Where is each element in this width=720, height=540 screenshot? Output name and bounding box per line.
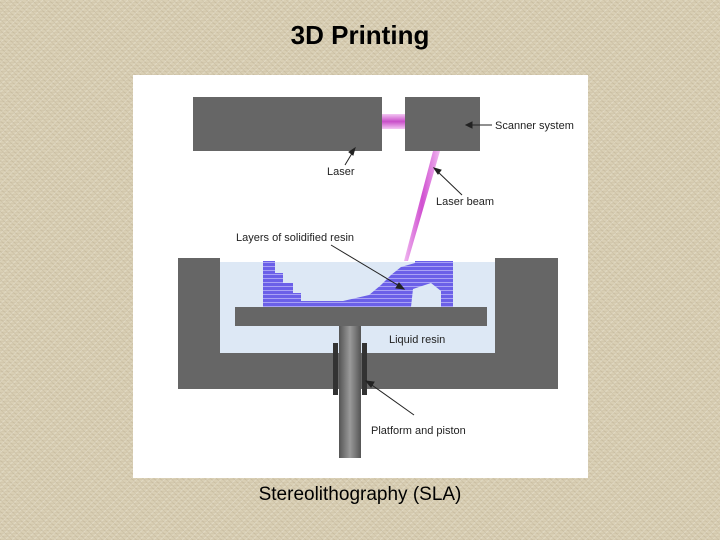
piston-seal-left: [333, 343, 338, 395]
laser-unit: [193, 97, 382, 151]
label-laser-beam: Laser beam: [436, 196, 494, 208]
label-solidified-layers: Layers of solidified resin: [236, 232, 354, 244]
sla-diagram-svg: Scanner system Laser Laser beam Layers o…: [178, 97, 574, 458]
layers-arrowhead: [395, 282, 406, 290]
platform-leader: [368, 382, 415, 416]
build-platform: [235, 307, 487, 326]
piston: [339, 326, 361, 458]
slide-title: 3D Printing: [290, 20, 430, 50]
laser-beam-leader: [435, 169, 463, 196]
label-laser: Laser: [327, 166, 355, 178]
laser-beam-arrowhead: [432, 167, 442, 175]
laser-output: [382, 114, 405, 129]
sla-diagram: Scanner system Laser Laser beam Layers o…: [133, 75, 588, 478]
resin-vat: [178, 258, 558, 389]
label-platform-piston: Platform and piston: [371, 425, 466, 437]
label-liquid-resin: Liquid resin: [389, 334, 445, 346]
laser-beam: [404, 151, 440, 261]
layers-leader: [330, 244, 402, 288]
platform-arrowhead: [364, 380, 375, 388]
solidified-resin-layers: [263, 261, 453, 307]
scanner-arrowhead: [464, 121, 473, 129]
piston-seal-right: [362, 343, 367, 395]
label-scanner-system: Scanner system: [495, 120, 574, 132]
slide-caption: Stereolithography (SLA): [258, 484, 462, 505]
laser-arrowhead: [348, 146, 356, 156]
